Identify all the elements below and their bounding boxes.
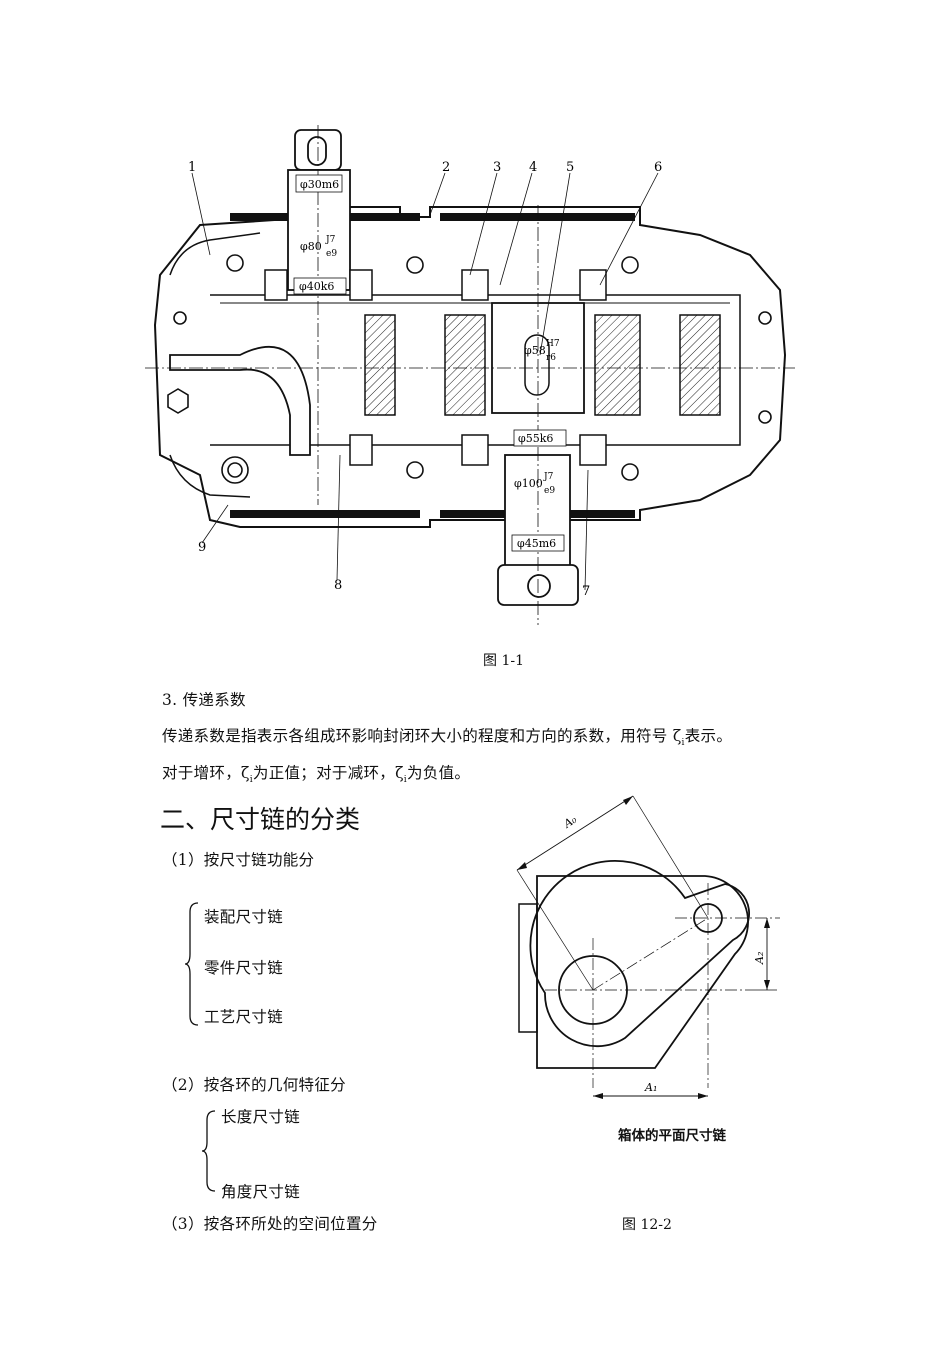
subscript-i: i bbox=[249, 775, 253, 786]
part-number-4: 4 bbox=[529, 160, 537, 175]
brace-category-1 bbox=[184, 902, 199, 1026]
label-a1: A₁ bbox=[644, 1081, 657, 1094]
part-number-3: 3 bbox=[493, 160, 501, 175]
item-length-chain: 长度尺寸链 bbox=[221, 1108, 301, 1126]
dim-80: φ80 bbox=[300, 240, 322, 253]
part-number-8: 8 bbox=[334, 578, 342, 593]
category-2-title: （2）按各环的几何特征分 bbox=[162, 1076, 346, 1094]
brace-category-2 bbox=[201, 1110, 216, 1192]
part-number-6: 6 bbox=[654, 160, 662, 175]
dim-58: φ58 bbox=[524, 344, 546, 357]
item-process-chain: 工艺尺寸链 bbox=[204, 1008, 284, 1026]
category-3-title: （3）按各环所处的空间位置分 bbox=[162, 1215, 378, 1233]
dim-45m6: φ45m6 bbox=[517, 537, 556, 550]
sign-rule-part-a: 对于增环，ζ bbox=[162, 764, 250, 782]
item-part-chain: 零件尺寸链 bbox=[204, 959, 284, 977]
paragraph-sign-rule: 对于增环，ζi为正值；对于减环，ζi为负值。 bbox=[162, 761, 470, 785]
box-dimension-chain-drawing: A₀ A₂ A₁ bbox=[516, 795, 780, 1099]
item-assembly-chain: 装配尺寸链 bbox=[204, 908, 284, 926]
figure-2-subtitle: 箱体的平面尺寸链 bbox=[618, 1128, 726, 1144]
part-number-1: 1 bbox=[188, 160, 196, 175]
dim-30m6: φ30m6 bbox=[300, 178, 339, 191]
dim-80-den: e9 bbox=[326, 249, 337, 259]
section-heading-classification: 二、尺寸链的分类 bbox=[160, 805, 361, 834]
item-angle-chain: 角度尺寸链 bbox=[221, 1183, 301, 1201]
dim-100-num: J7 bbox=[543, 472, 554, 482]
figure-2-caption: 图 12-2 bbox=[622, 1217, 672, 1233]
sign-rule-part-c: 为负值。 bbox=[406, 764, 471, 782]
gearbox-assembly-drawing: 1 2 3 4 5 6 7 8 9 φ30m6 φ80 J7 e9 φ40k6 … bbox=[145, 125, 795, 625]
category-1-title: （1）按尺寸链功能分 bbox=[162, 851, 315, 869]
paragraph-definition-end: 表示。 bbox=[684, 727, 733, 745]
dim-100-den: e9 bbox=[544, 486, 555, 496]
part-number-7: 7 bbox=[582, 584, 590, 599]
dim-40k6: φ40k6 bbox=[299, 280, 334, 293]
dim-80-num: J7 bbox=[325, 235, 336, 245]
paragraph-definition-text: 传递系数是指表示各组成环影响封闭环大小的程度和方向的系数，用符号 ζ bbox=[162, 727, 682, 745]
subscript-i: i bbox=[403, 775, 407, 786]
dim-58-den: r6 bbox=[546, 353, 556, 363]
sign-rule-part-b: 为正值；对于减环，ζ bbox=[252, 764, 404, 782]
dim-58-num: H7 bbox=[546, 339, 560, 349]
section-heading-transfer-coefficient: 3. 传递系数 bbox=[162, 691, 246, 709]
part-number-5: 5 bbox=[566, 160, 574, 175]
figure-1-caption: 图 1-1 bbox=[483, 653, 524, 669]
subscript-i: i bbox=[681, 738, 685, 749]
dim-100: φ100 bbox=[514, 477, 543, 490]
dim-55k6: φ55k6 bbox=[518, 432, 553, 445]
label-a2: A₂ bbox=[753, 952, 766, 965]
part-number-2: 2 bbox=[442, 160, 450, 175]
paragraph-definition: 传递系数是指表示各组成环影响封闭环大小的程度和方向的系数，用符号 ζi表示。 bbox=[162, 724, 732, 748]
label-a0: A₀ bbox=[561, 813, 580, 831]
part-number-9: 9 bbox=[198, 540, 206, 555]
